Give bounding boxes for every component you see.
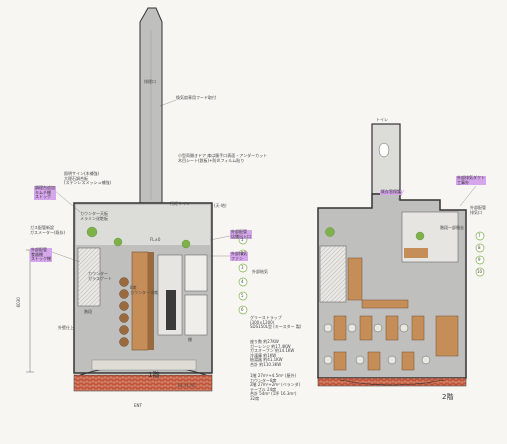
section-markers-1f bbox=[238, 235, 248, 315]
fl-label-1f: FL±0 bbox=[150, 237, 161, 242]
callout-left-top: 調理台追加 キムチ棚 ストック bbox=[34, 185, 56, 200]
marker-4: 4 bbox=[241, 279, 244, 284]
first-floor-plan bbox=[26, 7, 248, 392]
callout-right-a: 外部配管 店舗出入口 bbox=[230, 229, 252, 240]
marker-6: 6 bbox=[241, 307, 244, 312]
grease-trap-note: グリーストラップ (300×1200) SDS150L型 (キースター 製) bbox=[250, 315, 302, 330]
callout-2f-window: 既存窓保護 bbox=[380, 189, 402, 195]
counter-wood-1f bbox=[131, 251, 149, 351]
toilet-2f bbox=[371, 123, 401, 195]
callout-2f-stairs: 階段一部撤去 bbox=[440, 225, 464, 230]
marker-3: 3 bbox=[241, 265, 244, 270]
bench-label: 8席 カウンター 8席 bbox=[130, 285, 158, 295]
illuminated-sign: 行灯サイン bbox=[170, 201, 190, 206]
section-markers-2f bbox=[475, 231, 485, 277]
callout-2f-mid: 外部配管 排気口 bbox=[470, 205, 486, 215]
marker-10: 10 bbox=[477, 269, 483, 274]
callout-right-b: 外部排気 ファン bbox=[230, 251, 248, 262]
width-dimension: 6030 bbox=[15, 297, 21, 308]
floor-label-first: 1階 bbox=[148, 371, 160, 379]
floor-label-second: 2階 bbox=[442, 393, 454, 401]
table-group-2f bbox=[347, 257, 409, 309]
equipment-power-note: 座り数 約27KW ガーレンジ 約17.4KW ガスオーブン 約14.1KW 冷… bbox=[250, 339, 295, 367]
callout-left-low: ガス配管新設 ガスメーター(既存) bbox=[30, 225, 66, 235]
shaft-label: 排煙口 bbox=[144, 79, 156, 84]
stairs-label: 階段 bbox=[84, 309, 92, 314]
kitchen-door-note: 小型両開きドア 扉は勝手口表面・アンダーカット 木目シート(鉄板)+防炎フィルム… bbox=[178, 153, 268, 163]
lighting-note: 照明サイン(木補強) 大理石調合板 (ステンレスメッシュ補強) bbox=[64, 171, 112, 186]
marker-1: 1 bbox=[241, 237, 244, 242]
tables-2f bbox=[333, 315, 459, 371]
chairs-2f bbox=[323, 323, 431, 365]
marker-2: 2 bbox=[241, 251, 244, 256]
marker-7: 7 bbox=[478, 233, 481, 238]
counter-stools bbox=[119, 277, 129, 347]
gl-label: GL-FL-55 bbox=[178, 383, 196, 388]
plant-icons bbox=[86, 226, 191, 249]
marker-8: 8 bbox=[478, 245, 481, 250]
stairs-1f bbox=[77, 247, 101, 307]
stairs-2f bbox=[319, 245, 347, 303]
wall-finish-label: 外壁仕上 bbox=[58, 325, 74, 330]
shaft-hood-note: 換気扇専用フード取付 bbox=[176, 95, 216, 100]
callout-2f-top: 外部排気ダクト 工事外 bbox=[456, 175, 486, 186]
toilet-label: トイレ bbox=[376, 117, 388, 122]
second-floor-plan bbox=[317, 123, 485, 387]
upper-note: (天-地) bbox=[214, 203, 227, 208]
callout-left-mid: 外部配管 食器棚 ストック棚 bbox=[30, 247, 52, 262]
brick-wall-2f bbox=[317, 377, 467, 387]
marker-9: 9 bbox=[478, 257, 481, 262]
area-summary-note: 1階 27m²+4.5m² (屋外) カウンター8席 2階 27m²+2m² (… bbox=[250, 373, 301, 401]
callout-right-c: 外部給気 bbox=[252, 269, 268, 274]
entrance-label: ENT bbox=[134, 403, 142, 408]
marker-5: 5 bbox=[241, 293, 244, 298]
brick-planter-1f bbox=[73, 374, 213, 392]
shelf-label: 棚 bbox=[188, 337, 192, 342]
counter-top-note: カウンター天板 メラミン化粧板 bbox=[80, 211, 108, 221]
counter-glass-note: カウンター ガラスゲート bbox=[88, 271, 112, 281]
